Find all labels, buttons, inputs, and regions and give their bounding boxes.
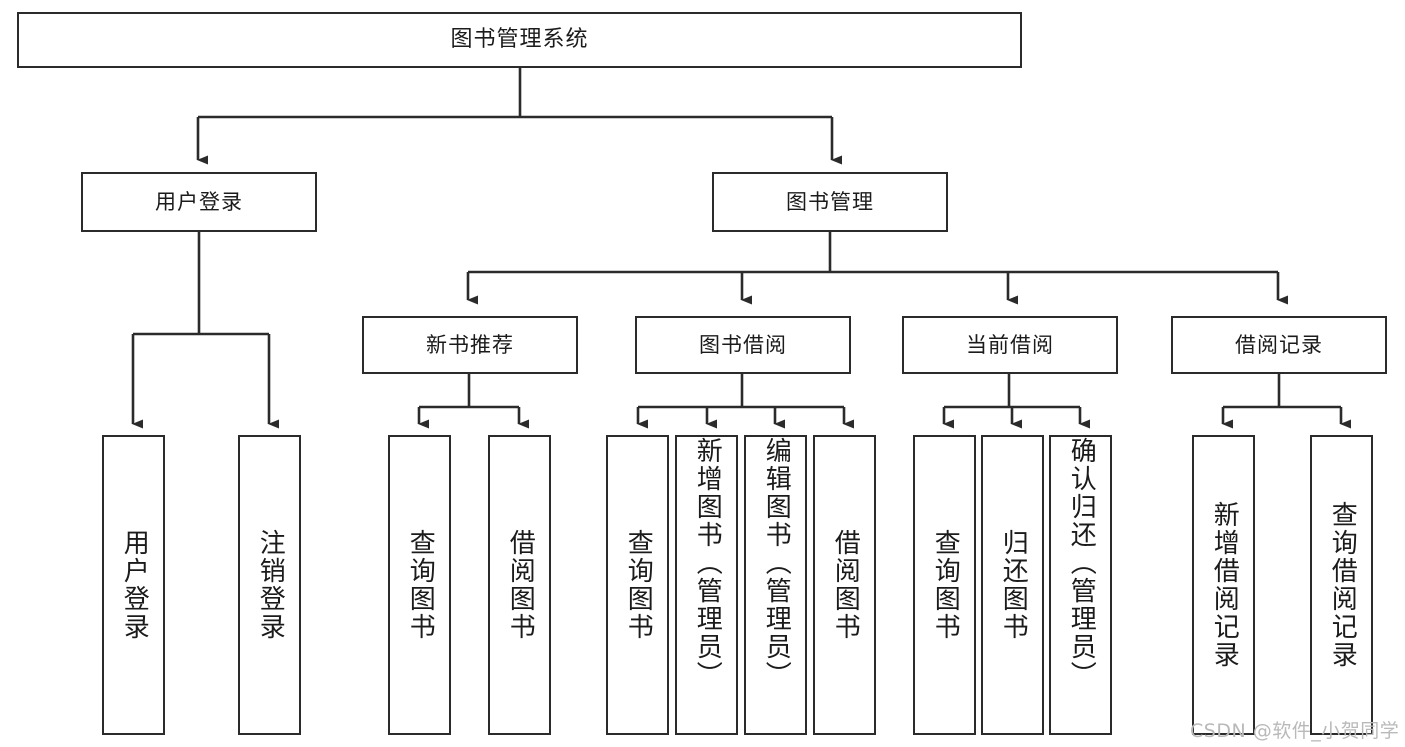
- node-root[interactable]: 图书管理系统: [17, 12, 1022, 68]
- leaf-borrow-book[interactable]: 借阅图书: [813, 435, 876, 735]
- leaf-borrow-book-recommend-label: 借阅图书: [505, 529, 536, 641]
- leaf-query-book-recommend-label: 查询图书: [405, 529, 436, 641]
- leaf-borrow-book-label: 借阅图书: [830, 529, 861, 641]
- leaf-edit-book-admin-label: 编辑图书（管理员）: [761, 437, 792, 689]
- leaf-query-book-borrow-label: 查询图书: [623, 529, 654, 641]
- node-book-management[interactable]: 图书管理: [712, 172, 948, 232]
- leaf-add-borrow-record-label: 新增借阅记录: [1209, 501, 1240, 669]
- leaf-query-borrow-record-label: 查询借阅记录: [1327, 501, 1358, 669]
- node-new-book-recommend-label: 新书推荐: [426, 332, 514, 357]
- leaf-add-borrow-record[interactable]: 新增借阅记录: [1192, 435, 1255, 735]
- leaf-confirm-return-admin-label: 确认归还（管理员）: [1066, 437, 1097, 689]
- leaf-add-book-admin[interactable]: 新增图书（管理员）: [675, 435, 738, 735]
- node-book-borrow-label: 图书借阅: [699, 332, 787, 357]
- leaf-borrow-book-recommend[interactable]: 借阅图书: [488, 435, 551, 735]
- node-new-book-recommend[interactable]: 新书推荐: [362, 316, 578, 374]
- leaf-confirm-return-admin[interactable]: 确认归还（管理员）: [1049, 435, 1112, 735]
- leaf-query-book-current-label: 查询图书: [930, 529, 961, 641]
- leaf-query-borrow-record[interactable]: 查询借阅记录: [1310, 435, 1373, 735]
- node-root-label: 图书管理系统: [450, 27, 589, 53]
- node-borrow-record-label: 借阅记录: [1235, 332, 1323, 357]
- leaf-user-login-label: 用户登录: [119, 529, 150, 641]
- leaf-edit-book-admin[interactable]: 编辑图书（管理员）: [744, 435, 807, 735]
- node-current-borrow[interactable]: 当前借阅: [902, 316, 1118, 374]
- node-current-borrow-label: 当前借阅: [966, 332, 1054, 357]
- node-user-login-label: 用户登录: [155, 189, 243, 214]
- node-user-login[interactable]: 用户登录: [81, 172, 317, 232]
- leaf-logout[interactable]: 注销登录: [238, 435, 301, 735]
- leaf-query-book-borrow[interactable]: 查询图书: [606, 435, 669, 735]
- leaf-return-book[interactable]: 归还图书: [981, 435, 1044, 735]
- leaf-query-book-current[interactable]: 查询图书: [913, 435, 976, 735]
- node-book-management-label: 图书管理: [786, 189, 874, 214]
- node-borrow-record[interactable]: 借阅记录: [1171, 316, 1387, 374]
- leaf-logout-label: 注销登录: [255, 529, 286, 641]
- leaf-return-book-label: 归还图书: [998, 529, 1029, 641]
- leaf-query-book-recommend[interactable]: 查询图书: [388, 435, 451, 735]
- leaf-add-book-admin-label: 新增图书（管理员）: [692, 437, 723, 689]
- node-book-borrow[interactable]: 图书借阅: [635, 316, 851, 374]
- leaf-user-login[interactable]: 用户登录: [102, 435, 165, 735]
